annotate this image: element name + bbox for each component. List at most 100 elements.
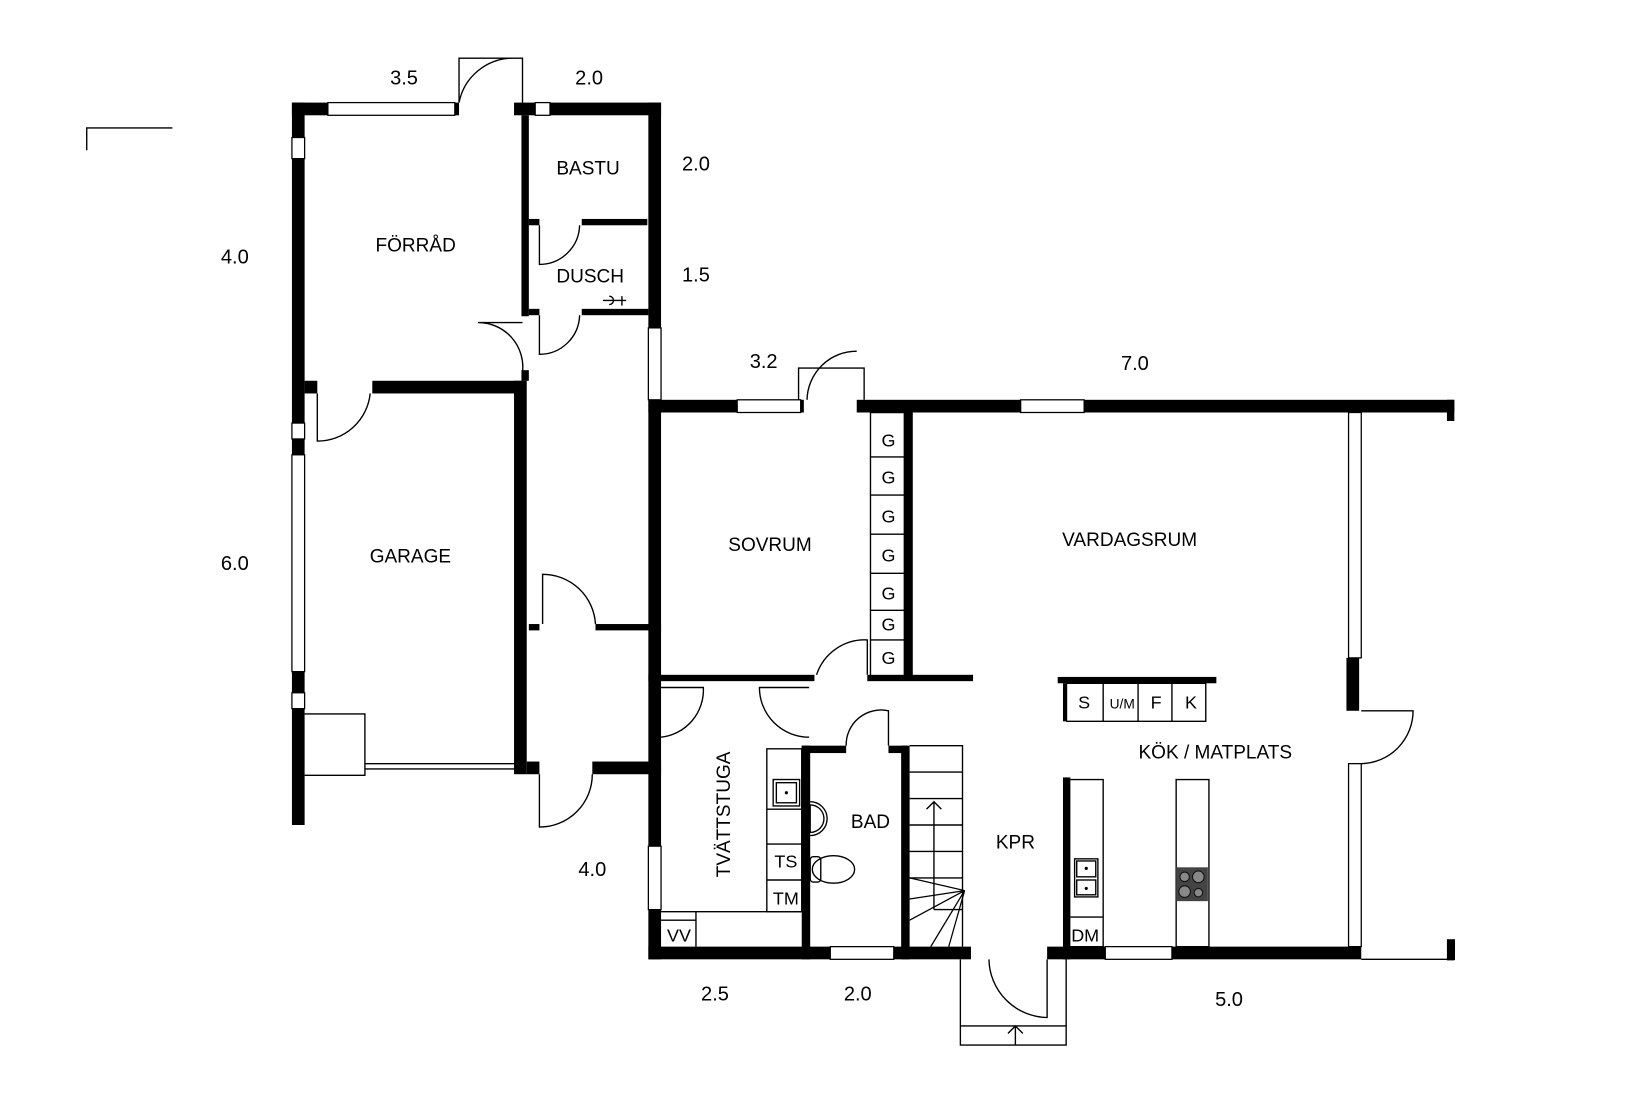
wall	[595, 624, 662, 631]
plan-line	[1361, 939, 1456, 961]
dimension-label: 2.0	[844, 984, 872, 1006]
plan-line	[538, 315, 581, 356]
plan-line	[815, 639, 868, 676]
wall	[904, 412, 913, 677]
window	[1347, 411, 1362, 659]
window	[647, 327, 662, 401]
wall	[648, 102, 662, 328]
window	[534, 101, 551, 116]
wall	[521, 115, 529, 317]
dimension-label: 2.0	[682, 153, 710, 175]
wall	[291, 102, 305, 138]
window	[291, 692, 306, 710]
wardrobe: G G G G G G G	[881, 430, 895, 668]
wall	[528, 624, 540, 631]
laundry-sink-icon	[772, 778, 801, 807]
stair-winder-line	[909, 889, 965, 900]
wall	[581, 218, 648, 226]
wall	[1346, 657, 1360, 711]
window	[1347, 763, 1362, 948]
kitchen-unit-label: U/M	[1110, 697, 1135, 712]
wall	[1084, 399, 1455, 413]
dimension-label: 4.0	[578, 859, 606, 881]
plan-line	[1066, 682, 1207, 723]
dimension-label: 1.5	[682, 264, 710, 286]
window	[327, 101, 456, 116]
wardrobe-label: G	[881, 467, 895, 487]
wardrobe-label: G	[881, 614, 895, 634]
plan-line	[541, 573, 597, 625]
wall	[888, 745, 908, 754]
wall	[514, 380, 527, 775]
room-label-bad: BAD	[851, 812, 890, 833]
corner-mark	[86, 127, 173, 151]
wall	[521, 370, 529, 381]
room-label-sovrum: SOVRUM	[728, 535, 811, 556]
plan-line	[1175, 778, 1210, 948]
kitchen-sink-icon	[1073, 858, 1099, 898]
plan-line	[959, 959, 1067, 1046]
plan-line	[660, 686, 705, 738]
wall	[648, 687, 662, 847]
fixture-label-ts: TS	[774, 851, 797, 871]
room-label-tvattstuga: TVÄTTSTUGA	[714, 751, 735, 877]
wall	[648, 674, 815, 682]
dimension-label: 2.0	[575, 68, 603, 90]
stair-winder-line	[930, 890, 966, 947]
plan-line	[869, 411, 906, 678]
plan-line	[758, 686, 810, 738]
plan-line	[797, 350, 865, 400]
plan-line	[304, 713, 516, 776]
room-label-kok-matplats: KÖK / MATPLATS	[1139, 742, 1293, 763]
wall	[1446, 939, 1455, 961]
plan-line	[988, 959, 1048, 1019]
plan-line	[478, 321, 524, 373]
washbasin-icon	[809, 801, 828, 837]
wall	[867, 674, 974, 682]
wall	[291, 708, 305, 825]
wardrobe-label: G	[881, 584, 895, 604]
wall	[1057, 676, 1217, 684]
wall	[648, 624, 662, 688]
plan-line	[845, 709, 890, 746]
wall	[856, 399, 1021, 413]
wall	[1047, 946, 1106, 960]
wall	[514, 102, 536, 116]
wardrobe-label: G	[881, 506, 895, 526]
plan-line	[1070, 778, 1104, 948]
wall	[800, 399, 804, 413]
window	[291, 422, 306, 440]
dimension-label: 5.0	[1215, 989, 1243, 1011]
stair-winder-line	[909, 877, 965, 892]
dimension-label: 3.2	[750, 351, 778, 373]
wall	[592, 761, 662, 775]
kitchen-unit-label: F	[1151, 693, 1162, 713]
wall	[454, 102, 460, 116]
plan-line	[538, 774, 593, 828]
window	[829, 946, 895, 960]
wardrobe-label: G	[881, 648, 895, 668]
dimension-label: 2.5	[701, 984, 729, 1006]
dimension-label: 3.5	[390, 68, 418, 90]
room-label-kpr: KPR	[996, 832, 1035, 853]
wall	[550, 102, 662, 116]
wardrobe-label: G	[881, 546, 895, 566]
stair-winder-line	[948, 890, 966, 947]
window	[1104, 946, 1173, 960]
wall	[528, 218, 540, 226]
wall	[801, 745, 847, 754]
plan-line	[538, 225, 581, 266]
wall	[1062, 683, 1068, 722]
wall	[372, 380, 526, 394]
room-label-dusch: DUSCH	[556, 266, 624, 287]
window	[291, 454, 306, 673]
wall	[291, 158, 305, 424]
fixture-label-tm: TM	[773, 888, 799, 908]
window	[647, 845, 662, 911]
plan-line	[458, 57, 524, 103]
wall	[648, 946, 831, 960]
wall	[581, 308, 649, 316]
wall	[291, 438, 305, 455]
dimension-label: 6.0	[221, 553, 249, 575]
